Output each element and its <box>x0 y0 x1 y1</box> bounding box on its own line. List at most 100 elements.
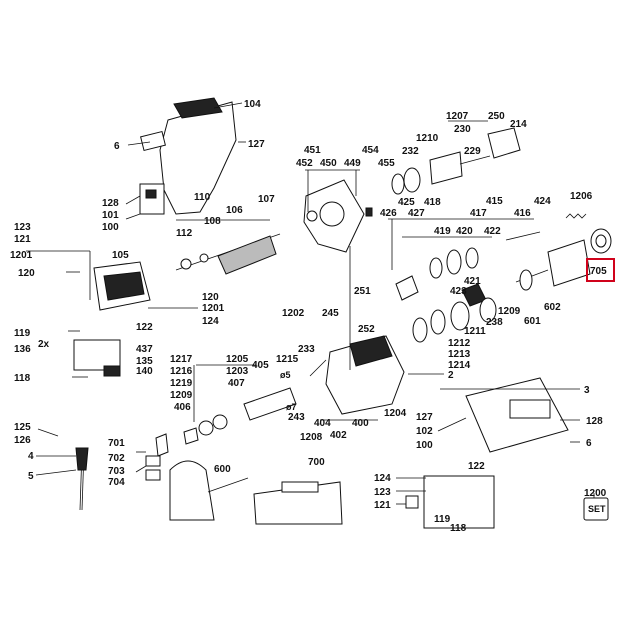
label-121: 121 <box>14 234 31 245</box>
label-1203: 1203 <box>226 366 249 377</box>
label-100-b: 100 <box>416 440 433 451</box>
label-119: 119 <box>14 328 31 339</box>
label-2: 2 <box>448 370 454 381</box>
label-1201: 1201 <box>10 250 33 261</box>
label-121-b: 121 <box>374 500 391 511</box>
chuck <box>515 239 591 291</box>
label-422: 422 <box>484 226 501 237</box>
label-1202: 1202 <box>282 308 305 319</box>
label-120-b: 120 <box>202 292 219 303</box>
label-140: 140 <box>136 366 153 377</box>
label-1201-b: 1201 <box>202 303 225 314</box>
label-243: 243 <box>288 412 305 423</box>
highlight-box-705 <box>586 258 615 282</box>
label-o7: ø7 <box>286 402 297 412</box>
label-233: 233 <box>298 344 315 355</box>
barrel-seals <box>412 297 497 343</box>
label-238: 238 <box>486 317 503 328</box>
label-454: 454 <box>362 145 379 156</box>
label-118: 118 <box>14 373 31 384</box>
label-set: SET <box>588 504 606 514</box>
label-108: 108 <box>204 216 221 227</box>
switch-block <box>139 183 165 215</box>
label-120: 120 <box>18 268 35 279</box>
label-101: 101 <box>102 210 119 221</box>
label-5: 5 <box>28 471 34 482</box>
motor-housing <box>140 97 237 215</box>
label-2x: 2x <box>38 339 50 350</box>
label-1212: 1212 <box>448 338 471 349</box>
label-405: 405 <box>252 360 269 371</box>
label-123: 123 <box>14 222 31 233</box>
label-229: 229 <box>464 146 481 157</box>
label-426: 426 <box>380 208 397 219</box>
label-1216: 1216 <box>170 366 193 377</box>
label-427: 427 <box>408 208 425 219</box>
label-214: 214 <box>510 119 527 130</box>
label-230: 230 <box>454 124 471 135</box>
label-450: 450 <box>320 158 337 169</box>
label-1217: 1217 <box>170 354 193 365</box>
depth-stop-and-clamp <box>145 433 169 481</box>
label-136: 136 <box>14 344 31 355</box>
label-1204: 1204 <box>384 408 407 419</box>
label-600: 600 <box>214 464 231 475</box>
label-1211: 1211 <box>464 326 486 337</box>
gear-housing <box>325 335 405 415</box>
label-123-b: 123 <box>374 487 391 498</box>
label-421: 421 <box>464 276 481 287</box>
label-232: 232 <box>402 146 419 157</box>
label-420: 420 <box>456 226 473 237</box>
spring-part-1206 <box>565 213 587 219</box>
label-6-b: 6 <box>586 438 592 449</box>
carbon-brush-holder <box>73 339 121 377</box>
field-winding <box>93 261 151 311</box>
label-1207: 1207 <box>446 111 469 122</box>
drive-assembly <box>395 231 541 307</box>
label-124: 124 <box>202 316 219 327</box>
cable-and-grommet <box>75 447 89 511</box>
side-handle <box>169 460 249 521</box>
label-119-b: 119 <box>434 514 451 525</box>
label-124-b: 124 <box>374 473 391 484</box>
label-1209-b: 1209 <box>170 390 193 401</box>
gear-shaft-assembly <box>391 127 521 195</box>
label-6: 6 <box>114 141 120 152</box>
label-127: 127 <box>248 139 265 150</box>
label-419: 419 <box>434 226 451 237</box>
label-705: 705 <box>590 266 607 277</box>
label-704: 704 <box>108 477 125 488</box>
label-701: 701 <box>108 438 125 449</box>
service-set-symbol <box>583 497 609 521</box>
rear-housing-right <box>465 377 569 453</box>
label-110: 110 <box>194 192 211 203</box>
label-125: 125 <box>14 422 31 433</box>
label-250: 250 <box>488 111 505 122</box>
hammer-mechanism <box>183 387 297 445</box>
label-1209: 1209 <box>498 306 521 317</box>
label-416: 416 <box>514 208 531 219</box>
label-126: 126 <box>14 435 31 446</box>
armature <box>175 233 281 275</box>
label-417: 417 <box>470 208 487 219</box>
label-702: 702 <box>108 453 125 464</box>
label-423: 423 <box>450 286 467 297</box>
label-252: 252 <box>358 324 375 335</box>
label-128-b: 128 <box>586 416 603 427</box>
label-251: 251 <box>354 286 371 297</box>
label-601: 601 <box>524 316 541 327</box>
label-415: 415 <box>486 196 503 207</box>
label-3: 3 <box>584 385 590 396</box>
label-127-b: 127 <box>416 412 433 423</box>
label-449: 449 <box>344 158 361 169</box>
label-407: 407 <box>228 378 245 389</box>
label-452: 452 <box>296 158 313 169</box>
label-100: 100 <box>102 222 119 233</box>
label-128: 128 <box>102 198 119 209</box>
label-1200: 1200 <box>584 488 607 499</box>
label-1215: 1215 <box>276 354 299 365</box>
label-112: 112 <box>176 228 193 239</box>
label-245: 245 <box>322 308 339 319</box>
label-107: 107 <box>258 194 275 205</box>
